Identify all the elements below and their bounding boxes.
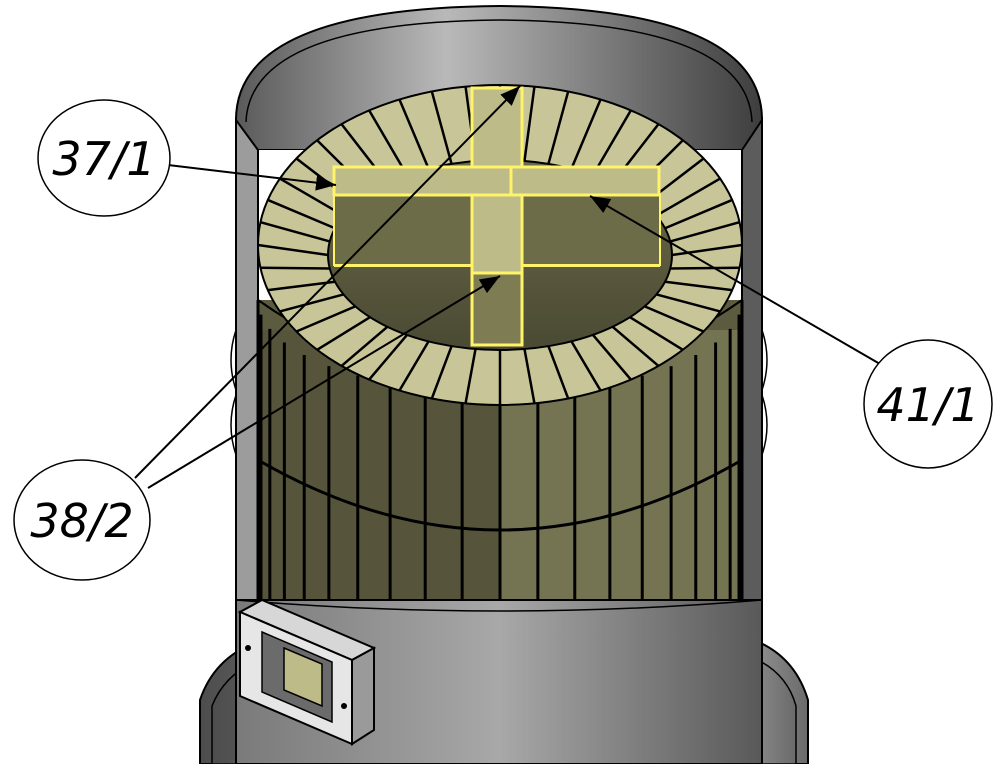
stave — [269, 330, 285, 600]
ring-joint — [260, 221, 331, 243]
ring-joint — [430, 345, 453, 399]
ring-joint — [257, 243, 329, 257]
stave — [695, 330, 716, 600]
brick-37-1 — [332, 165, 513, 197]
ring-joint — [592, 334, 632, 381]
ring-joint — [316, 316, 371, 351]
stave — [284, 330, 305, 600]
ring-joint — [629, 316, 684, 351]
ring-joint — [398, 340, 430, 392]
ring-joint — [430, 91, 453, 165]
callout-38-2: 38/2 — [13, 459, 151, 581]
ring-joint — [260, 266, 330, 270]
stave — [715, 330, 731, 600]
ring-joint — [664, 280, 733, 292]
ring-joint — [671, 243, 743, 257]
stave — [304, 330, 329, 600]
brick-38-2 — [470, 271, 524, 347]
stave — [671, 330, 696, 600]
ring-joint — [644, 305, 705, 333]
ring-joint — [591, 109, 632, 176]
highlighted-bricks — [332, 86, 661, 347]
callout-label: 38/2 — [30, 494, 133, 548]
stave — [642, 330, 672, 600]
ring-joint — [611, 325, 660, 367]
ring-joint — [547, 91, 570, 165]
ring-joint — [368, 109, 409, 176]
ring-joint — [523, 348, 536, 404]
ring-joint — [464, 348, 477, 404]
callout-41-1: 41/1 — [863, 339, 993, 469]
ring-joint — [398, 98, 430, 170]
ring-joint — [669, 221, 740, 243]
callout-label: 41/1 — [876, 378, 979, 432]
inspection-box — [237, 598, 377, 746]
ring-joint — [570, 98, 602, 170]
ring-joint — [570, 340, 602, 392]
ring-joint — [664, 198, 733, 230]
ring-joint — [547, 345, 570, 399]
ring-joint — [523, 86, 536, 162]
ring-joint — [368, 334, 408, 381]
ring-joint — [279, 177, 345, 217]
ring-joint — [295, 305, 356, 333]
ring-joint — [340, 325, 389, 367]
ring-joint — [656, 293, 721, 313]
leader-lines — [134, 85, 881, 489]
ring-joint — [267, 198, 336, 230]
callout-37-1: 37/1 — [37, 99, 171, 217]
ring-joint — [267, 280, 336, 292]
brick-41-1 — [509, 165, 661, 197]
callout-label: 37/1 — [52, 132, 155, 186]
ring-joint — [655, 177, 721, 217]
ring-joint — [670, 266, 740, 270]
ring-joint — [279, 293, 344, 313]
